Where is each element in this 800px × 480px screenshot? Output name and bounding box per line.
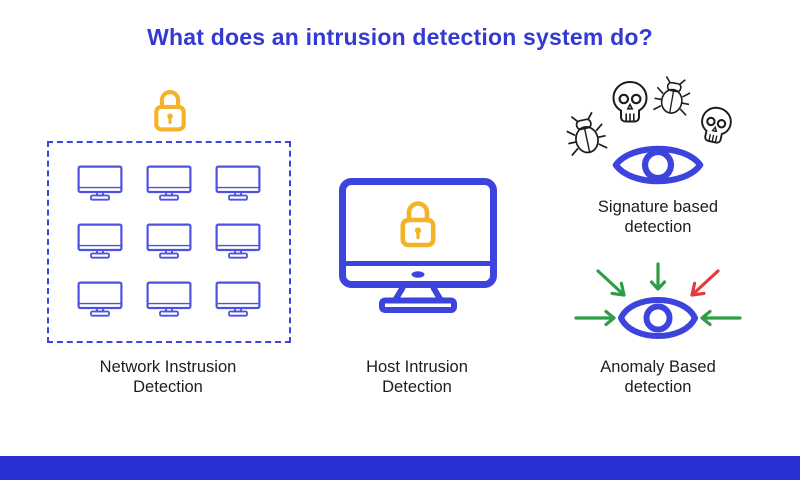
arrow-left-icon: [700, 309, 742, 327]
padlock-icon: [154, 90, 186, 132]
eye-icon: [618, 297, 698, 339]
arrow-right-icon: [574, 309, 616, 327]
anomaly-detection-label: Anomaly Based detection: [600, 358, 716, 397]
eye-icon: [612, 145, 704, 185]
skull-icon: [701, 106, 732, 144]
host-intrusion-label: Host Intrusion Detection: [366, 358, 468, 397]
monitor-icon: [77, 281, 123, 317]
network-intrusion-label: Network Instrusion Detection: [99, 358, 237, 397]
arrow-diagonal-left-icon: [596, 269, 626, 297]
footer-bar: [0, 456, 800, 480]
monitor-icon: [146, 281, 192, 317]
padlock-icon: [400, 201, 436, 248]
bug-icon: [653, 75, 691, 116]
bug-icon: [566, 111, 608, 157]
anomaly-detection-cluster: [574, 262, 742, 339]
monitor-icon: [77, 165, 123, 201]
monitor-icon: [146, 223, 192, 259]
monitor-icon: [215, 281, 261, 317]
monitor-icon: [77, 223, 123, 259]
monitor-lock-icon: [339, 178, 497, 313]
arrow-down-icon: [649, 262, 667, 291]
page-title: What does an intrusion detection system …: [147, 24, 653, 50]
network-boundary-box: [47, 141, 291, 343]
monitor-grid: [49, 143, 289, 341]
skull-icon: [612, 80, 648, 123]
arrow-diagonal-right-red-icon: [690, 269, 720, 297]
monitor-icon: [146, 165, 192, 201]
monitor-icon: [215, 223, 261, 259]
signature-detection-cluster: [558, 75, 754, 194]
signature-detection-label: Signature based detection: [597, 198, 719, 237]
monitor-icon: [215, 165, 261, 201]
